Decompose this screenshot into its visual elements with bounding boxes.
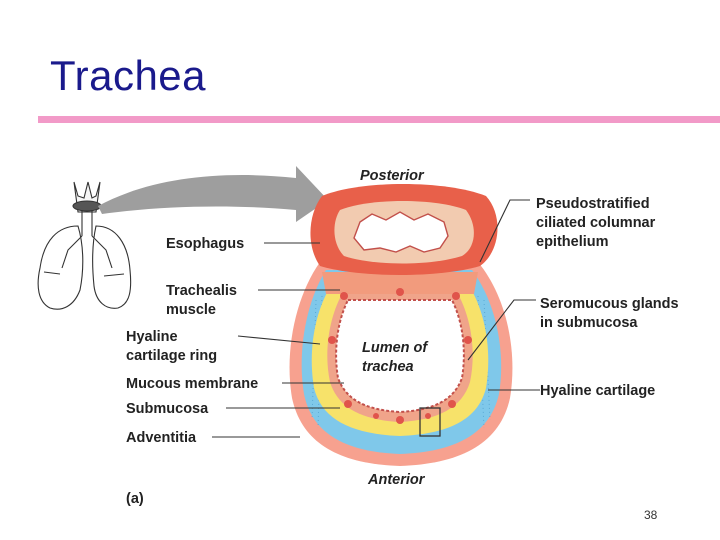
leader-lines bbox=[212, 199, 540, 438]
thyroid-shape bbox=[72, 200, 102, 212]
glands-label-line1: Seromucous glands bbox=[540, 296, 679, 312]
esophagus-lumen bbox=[353, 211, 449, 253]
glands-label-line2: in submucosa bbox=[540, 315, 638, 331]
lumen-label-line1: Lumen of bbox=[362, 340, 429, 356]
epithelium-label-line1: Pseudostratified bbox=[536, 196, 650, 212]
pointer-arrow bbox=[98, 166, 328, 222]
trachealis-label-line2: muscle bbox=[166, 302, 216, 318]
hyaline-ring-label-line1: Hyaline bbox=[126, 329, 178, 345]
slide-title: Trachea bbox=[50, 52, 207, 99]
hyaline-ring-label-line2: cartilage ring bbox=[126, 348, 217, 364]
mucous-membrane-label: Mucous membrane bbox=[126, 376, 258, 392]
magnification-box bbox=[419, 407, 441, 437]
trachealis-muscle-band bbox=[322, 272, 478, 294]
title-divider bbox=[38, 116, 720, 123]
epithelium-label-line2: ciliated columnar bbox=[536, 215, 656, 231]
trachea-cross-section bbox=[289, 262, 513, 466]
bronchi-thumb bbox=[61, 235, 113, 269]
trachea-thumb bbox=[81, 210, 93, 236]
anterior-label: Anterior bbox=[367, 472, 426, 488]
esophagus bbox=[310, 184, 498, 275]
panel-label: (a) bbox=[126, 491, 144, 507]
lumen-label-line2: trachea bbox=[362, 359, 414, 375]
lumen bbox=[335, 299, 465, 414]
adventitia-label: Adventitia bbox=[126, 430, 197, 446]
trachealis-label-line1: Trachealis bbox=[166, 283, 237, 299]
epithelium-label-line3: epithelium bbox=[536, 234, 609, 250]
submucosa-label: Submucosa bbox=[126, 401, 209, 417]
esophagus-label: Esophagus bbox=[166, 236, 244, 252]
page-number: 38 bbox=[644, 508, 658, 522]
seromucous-glands bbox=[328, 288, 472, 424]
left-lung-thumb bbox=[37, 225, 84, 310]
lungs-thumbnail bbox=[37, 181, 132, 310]
hyaline-cartilage-label: Hyaline cartilage bbox=[540, 383, 655, 399]
posterior-label: Posterior bbox=[360, 168, 425, 184]
